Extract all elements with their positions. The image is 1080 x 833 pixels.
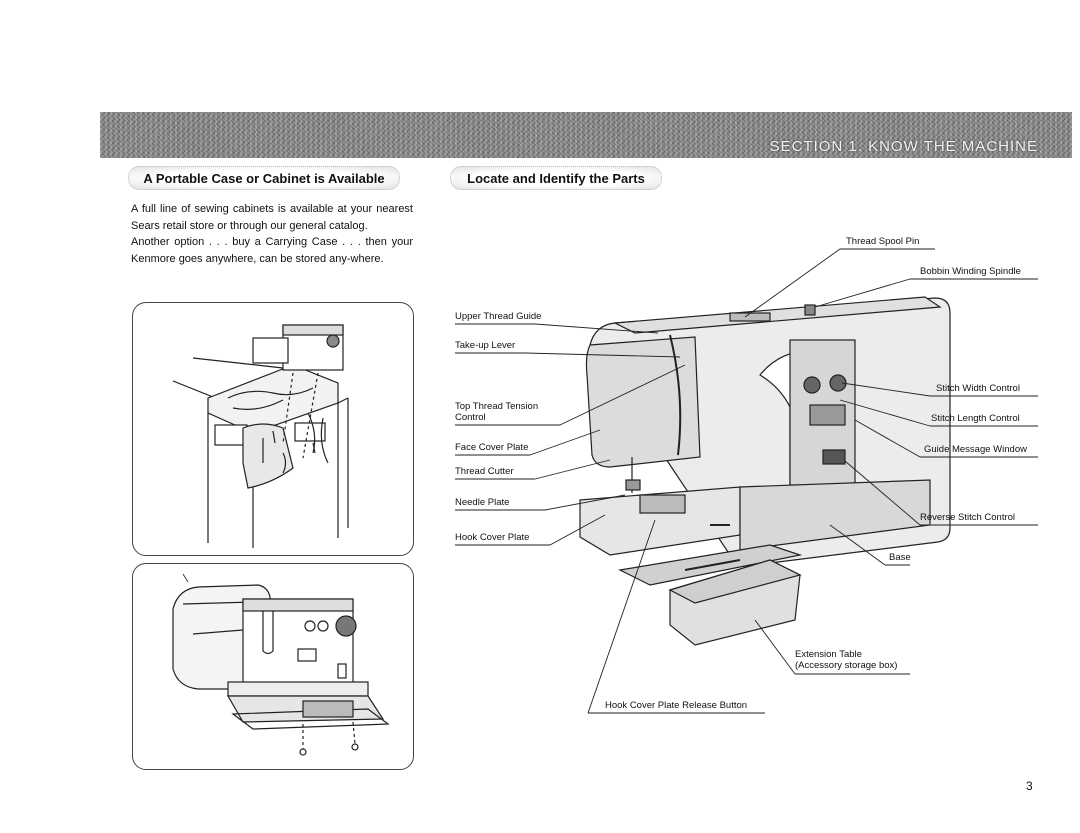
section-title: SECTION 1. KNOW THE MACHINE <box>769 138 1038 155</box>
label-guide-message-window: Guide Message Window <box>924 444 1027 455</box>
page-number: 3 <box>1026 779 1033 793</box>
sewing-machine-illustration <box>455 248 1038 714</box>
label-top-thread-tension-control: Control <box>455 412 486 423</box>
machine-parts-diagram: Thread Spool Pin Bobbin Winding Spindle … <box>440 225 1060 730</box>
label-stitch-width-control: Stitch Width Control <box>936 383 1020 394</box>
label-face-cover-plate: Face Cover Plate <box>455 442 529 453</box>
portable-case-illustration <box>172 573 390 756</box>
left-heading: A Portable Case or Cabinet is Available <box>128 166 400 190</box>
label-top-thread-tension: Top Thread Tension <box>455 401 539 412</box>
portable-case-illustration-panel <box>132 563 414 770</box>
label-needle-plate: Needle Plate <box>455 497 510 508</box>
label-hook-cover-plate: Hook Cover Plate <box>455 532 530 543</box>
label-hook-cover-plate-release: Hook Cover Plate Release Button <box>605 700 748 711</box>
label-thread-spool-pin: Thread Spool Pin <box>846 236 920 247</box>
cabinet-illustration <box>172 324 349 548</box>
intro-paragraph-1: A full line of sewing cabinets is availa… <box>131 203 413 232</box>
cabinet-illustration-panel <box>132 302 414 556</box>
label-bobbin-winding-spindle: Bobbin Winding Spindle <box>920 266 1021 277</box>
label-extension-table: Extension Table <box>795 649 862 660</box>
label-accessory-storage-box: (Accessory storage box) <box>795 660 898 671</box>
label-thread-cutter: Thread Cutter <box>455 466 514 477</box>
label-base: Base <box>889 552 911 563</box>
label-stitch-length-control: Stitch Length Control <box>931 413 1020 424</box>
intro-paragraph-2: Another option . . . buy a Carrying Case… <box>131 236 413 265</box>
section-banner: SECTION 1. KNOW THE MACHINE <box>100 112 1072 158</box>
label-take-up-lever: Take-up Lever <box>455 340 516 351</box>
right-heading: Locate and Identify the Parts <box>450 166 662 190</box>
intro-text: A full line of sewing cabinets is availa… <box>131 201 413 267</box>
label-upper-thread-guide: Upper Thread Guide <box>455 311 542 322</box>
label-reverse-stitch-control: Reverse Stitch Control <box>920 512 1016 523</box>
